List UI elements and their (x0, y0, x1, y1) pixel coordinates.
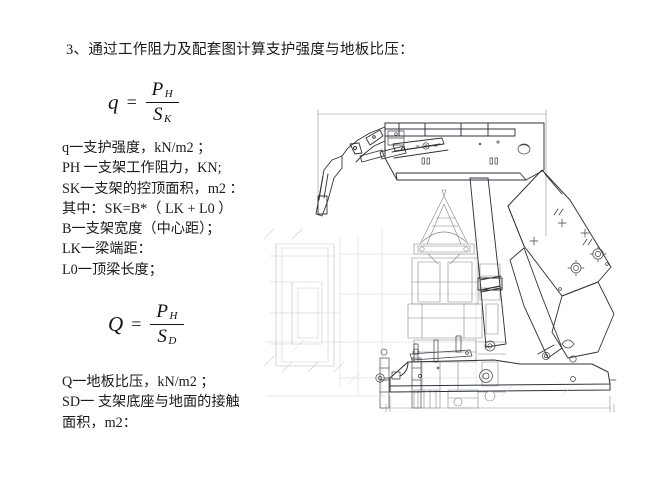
leader-lines (265, 339, 573, 397)
definition-line: B一支架宽度（中心距）； (62, 221, 221, 238)
formula-floor-specific-pressure: Q = PH SD (108, 300, 184, 349)
fraction-numerator-q: PH (151, 79, 174, 100)
formula-equals-q: = (125, 92, 138, 113)
caving-shield (507, 169, 612, 297)
front-view-support (407, 189, 507, 409)
caving-shield-detail (529, 208, 609, 291)
canopy-extension-inner (387, 130, 405, 146)
definitions-list-top: q一支护强度，kN/m2 ； PH 一支架工作阻力，KN; SK一支架的控顶面积… (62, 138, 244, 280)
definition-line: 其中：SK=B*（ LK + L0 ） (62, 200, 233, 217)
hydraulic-roof-support-drawing (262, 96, 667, 436)
base-detail (375, 335, 617, 383)
formula-lhs-q: q (108, 90, 119, 115)
canopy (384, 122, 545, 181)
base (389, 359, 611, 393)
fraction-denominator-Q: SD (157, 326, 177, 348)
hydraulic-legs (469, 177, 507, 348)
lemniscate-linkage (509, 247, 615, 359)
top-dimension (317, 109, 547, 237)
fraction-q: PH SK (145, 78, 180, 127)
definition-line: LK一梁端距： (62, 241, 152, 258)
fraction-bar-Q (150, 324, 184, 326)
canopy-detail (415, 140, 531, 165)
linkage-pins (542, 339, 577, 363)
definition-line: q一支护强度，kN/m2 ； (62, 140, 212, 156)
canopy-extension (315, 126, 449, 217)
ghost-front-view (263, 228, 345, 373)
formula-support-strength: q = PH SK (108, 78, 180, 127)
fraction-denominator-q: SK (153, 104, 172, 126)
construction-lines (339, 227, 491, 399)
fraction-Q: PH SD (150, 300, 184, 349)
bottom-dimension (385, 395, 615, 413)
definition-line: L0一顶梁长度； (62, 261, 163, 278)
page-title: 3、通过工作阻力及配套图计算支护强度与地板比压： (66, 42, 414, 58)
fraction-numerator-Q: PH (156, 301, 178, 322)
front-view-props (379, 348, 422, 409)
definition-line: SD一 支架底座与地面的接触 (62, 394, 240, 411)
definitions-list-bottom: Q一地板比压，kN/m2 ； SD一 支架底座与地面的接触 面积，m2： (62, 372, 240, 433)
definition-line: SK一支架的控顶面积，m2 ： (62, 180, 244, 197)
definition-line: PH 一支架工作阻力，KN; (62, 160, 222, 177)
definition-line: 面积，m2： (62, 414, 137, 431)
definition-line: Q一地板比压，kN/m2 ； (62, 374, 215, 390)
fraction-bar-q (145, 102, 180, 104)
formula-lhs-Q: Q (108, 312, 124, 337)
formula-equals-Q: = (130, 314, 143, 335)
